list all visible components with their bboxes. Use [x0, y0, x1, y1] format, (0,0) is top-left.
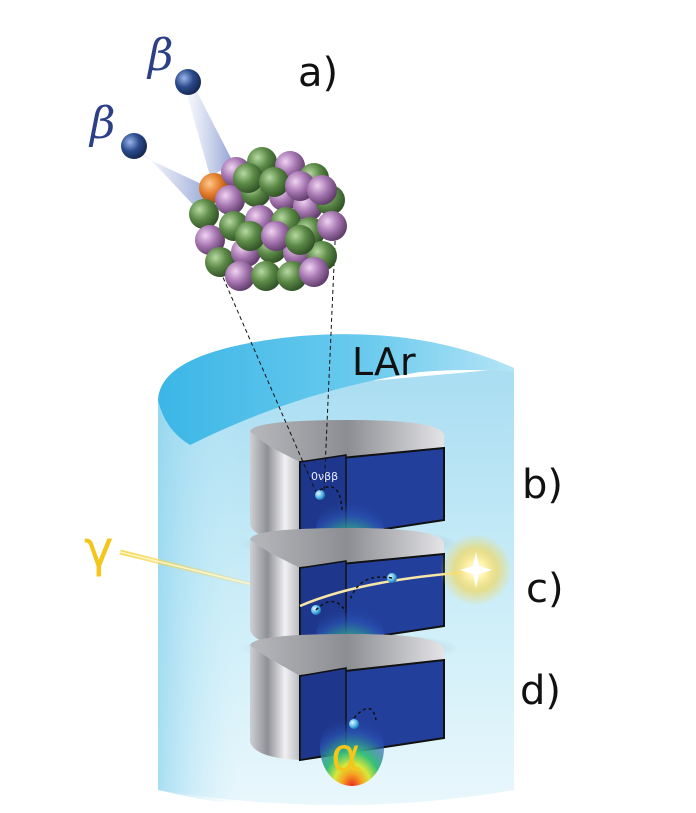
- interaction-markers: [311, 486, 397, 729]
- gamma-label: γ: [84, 520, 114, 578]
- nucleus-icon: [189, 147, 347, 291]
- panel-label-a: a): [298, 50, 339, 96]
- nucleon: [233, 163, 263, 193]
- nucleon: [317, 211, 347, 241]
- lar-label: LAr: [352, 340, 416, 384]
- nucleon: [189, 199, 219, 229]
- beta-particles: [121, 69, 234, 212]
- nucleon: [299, 257, 329, 287]
- lar-surface: [158, 334, 514, 445]
- nucleon: [225, 261, 255, 291]
- nucleon: [261, 221, 291, 251]
- electron-icon: [121, 133, 147, 159]
- zoom-lines: [211, 219, 337, 493]
- gamma-track: [119, 534, 512, 608]
- nucleon: [285, 225, 315, 255]
- detector-d: [250, 634, 445, 786]
- panel-label-d: d): [520, 668, 561, 714]
- nucleon: [259, 167, 289, 197]
- beta-label-1: β: [148, 30, 174, 81]
- panel-label-b: b): [522, 462, 563, 508]
- decay-label: 0νββ: [311, 470, 339, 483]
- nucleon: [307, 175, 337, 205]
- beta-label-2: β: [90, 98, 116, 149]
- nucleon: [235, 221, 265, 251]
- nucleon: [251, 261, 281, 291]
- interaction-point-d: [349, 719, 359, 729]
- panel-label-c: c): [526, 566, 564, 612]
- interaction-point-b: [315, 490, 325, 500]
- electron-icon: [175, 69, 201, 95]
- alpha-label: α: [331, 728, 362, 782]
- nucleon: [215, 185, 245, 215]
